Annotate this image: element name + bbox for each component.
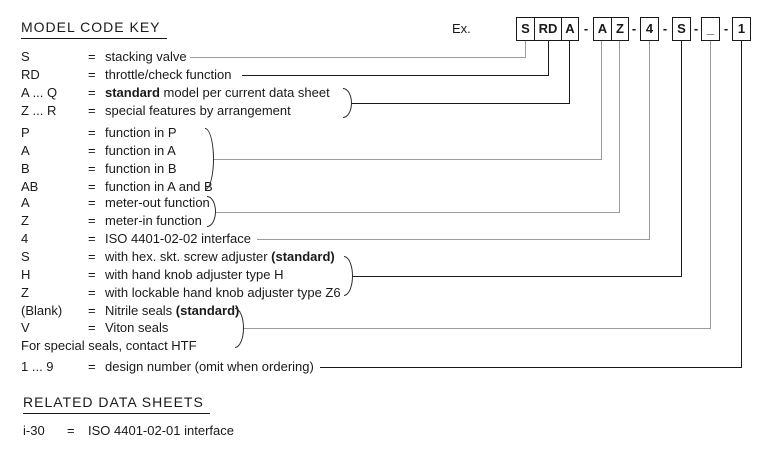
connector-a-horizontal xyxy=(352,103,569,104)
connector-a-vertical xyxy=(569,41,570,104)
code-separator: - xyxy=(631,21,637,36)
code-box-a: A xyxy=(561,17,579,41)
code-box-4: 4 xyxy=(640,17,659,41)
row-term: A xyxy=(21,195,30,210)
row-description: function in P xyxy=(105,125,177,140)
equals-sign: = xyxy=(88,85,96,100)
row-description: Viton seals xyxy=(105,320,169,335)
code-separator: - xyxy=(583,21,589,36)
connector-rd-vertical xyxy=(548,41,549,76)
connector-a2-horizontal xyxy=(214,159,601,160)
row-term: AB xyxy=(21,179,39,194)
row-term: Z ... R xyxy=(21,103,57,118)
row-description: with hand knob adjuster type H xyxy=(105,267,284,282)
connector-s-vertical xyxy=(525,41,526,58)
code-box-a2: A xyxy=(593,17,612,41)
row-description: special features by arrangement xyxy=(105,103,291,118)
connector-a2-vertical xyxy=(601,41,602,160)
code-separator: - xyxy=(693,21,699,36)
equals-sign: = xyxy=(88,161,96,176)
row-term: V xyxy=(21,320,30,335)
connector-rd-horizontal xyxy=(242,75,548,76)
code-separator: - xyxy=(662,21,668,36)
equals-sign: = xyxy=(88,49,96,64)
row-term: i-30 xyxy=(23,423,45,438)
code-box-1: 1 xyxy=(732,17,751,41)
connector-blank-vertical xyxy=(710,41,711,329)
row-description: meter-out function xyxy=(105,195,210,210)
row-term: P xyxy=(21,125,30,140)
code-box-z: Z xyxy=(611,17,629,41)
equals-sign: = xyxy=(88,249,96,264)
brace-adjuster-group xyxy=(344,256,353,296)
equals-sign: = xyxy=(88,213,96,228)
code-box-s2: S xyxy=(672,17,691,41)
row-term: 4 xyxy=(21,231,29,246)
connector-s2-vertical xyxy=(681,41,682,277)
code-box-s: S xyxy=(516,17,535,41)
row-description: with lockable hand knob adjuster type Z6 xyxy=(105,285,341,300)
row-term: (Blank) xyxy=(21,303,63,318)
equals-sign: = xyxy=(67,423,75,438)
equals-sign: = xyxy=(88,285,96,300)
row-term: B xyxy=(21,161,30,176)
connector-4-vertical xyxy=(649,41,650,240)
connector-1-vertical xyxy=(741,41,742,368)
equals-sign: = xyxy=(88,359,96,374)
equals-sign: = xyxy=(88,231,96,246)
connector-4-horizontal xyxy=(257,239,649,240)
equals-sign: = xyxy=(88,103,96,118)
row-description: function in A xyxy=(105,143,176,158)
connector-s-horizontal xyxy=(190,57,525,58)
equals-sign: = xyxy=(88,267,96,282)
connector-blank-horizontal xyxy=(244,328,710,329)
row-description: Nitrile seals (standard) xyxy=(105,303,240,318)
row-term: S xyxy=(21,49,30,64)
equals-sign: = xyxy=(88,320,96,335)
row-term: 1 ... 9 xyxy=(21,359,54,374)
row-description: with hex. skt. screw adjuster (standard) xyxy=(105,249,335,264)
equals-sign: = xyxy=(88,195,96,210)
row-description: meter-in function xyxy=(105,213,202,228)
equals-sign: = xyxy=(88,179,96,194)
note-text: For special seals, contact HTF xyxy=(21,338,197,353)
row-description: design number (omit when ordering) xyxy=(105,359,314,374)
row-description: throttle/check function xyxy=(105,67,232,82)
brace-seals-group xyxy=(235,308,244,348)
row-description: standard model per current data sheet xyxy=(105,85,330,100)
row-term: RD xyxy=(21,67,40,82)
connector-1-horizontal xyxy=(320,367,741,368)
example-label: Ex. xyxy=(452,21,471,36)
row-description: ISO 4401-02-02 interface xyxy=(105,231,251,246)
row-term: Z xyxy=(21,285,29,300)
equals-sign: = xyxy=(88,125,96,140)
row-description: ISO 4401-02-01 interface xyxy=(88,423,234,438)
row-term: A xyxy=(21,143,30,158)
equals-sign: = xyxy=(88,143,96,158)
brace-standard-special-group xyxy=(343,88,352,118)
row-term: A ... Q xyxy=(21,85,58,100)
code-box-rd: RD xyxy=(534,17,562,41)
row-description: function in A and B xyxy=(105,179,213,194)
connector-z-vertical xyxy=(619,41,620,213)
page-title: MODEL CODE KEY xyxy=(21,19,167,39)
code-separator: - xyxy=(723,21,729,36)
row-term: S xyxy=(21,249,30,264)
connector-z-horizontal xyxy=(216,212,619,213)
equals-sign: = xyxy=(88,67,96,82)
row-term: H xyxy=(21,267,31,282)
equals-sign: = xyxy=(88,303,96,318)
connector-s2-horizontal xyxy=(353,276,681,277)
brace-meter-group xyxy=(207,196,216,227)
row-term: Z xyxy=(21,213,29,228)
row-description: stacking valve xyxy=(105,49,187,64)
related-data-sheets-title: RELATED DATA SHEETS xyxy=(23,394,210,414)
row-description: function in B xyxy=(105,161,177,176)
code-box-blank: _ xyxy=(701,17,720,41)
